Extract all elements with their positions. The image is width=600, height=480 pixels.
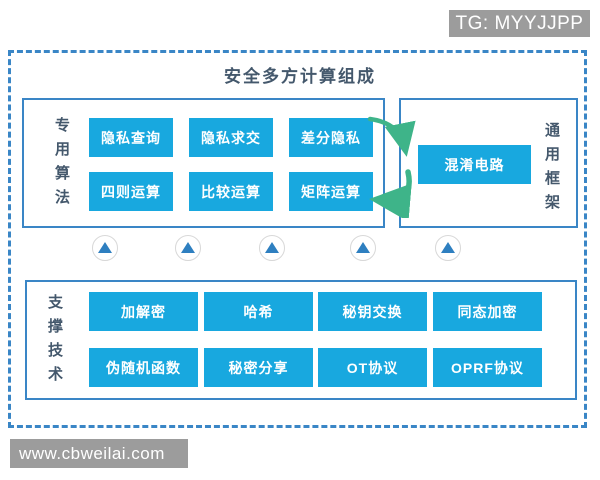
up-arrow-icon <box>441 241 455 253</box>
exchange-cycle-arrows-icon <box>367 116 416 218</box>
box-comparison-operations: 比较运算 <box>189 172 273 211</box>
box-ot-protocol: OT协议 <box>318 348 427 387</box>
box-privacy-query: 隐私查询 <box>89 118 173 157</box>
box-matrix-operations: 矩阵运算 <box>289 172 373 211</box>
up-arrow-icon <box>265 241 279 253</box>
box-private-set-intersection: 隐私求交 <box>189 118 273 157</box>
up-arrow-circle-1 <box>92 235 118 261</box>
box-encryption-decryption: 加解密 <box>89 292 198 331</box>
up-arrow-circle-2 <box>175 235 201 261</box>
up-arrow-icon <box>181 241 195 253</box>
diagram-title: 安全多方计算组成 <box>224 67 376 86</box>
up-arrow-circle-4 <box>350 235 376 261</box>
up-arrow-circle-3 <box>259 235 285 261</box>
special-algorithms-label: 专用算法 <box>53 117 70 213</box>
box-differential-privacy: 差分隐私 <box>289 118 373 157</box>
arrow-to-matrix-operations-icon <box>369 169 412 218</box>
box-hash: 哈希 <box>204 292 313 331</box>
website-watermark: www.cbweilai.com <box>10 439 188 468</box>
box-secret-sharing: 秘密分享 <box>204 348 313 387</box>
box-arithmetic-operations: 四则运算 <box>89 172 173 211</box>
box-homomorphic-encryption: 同态加密 <box>433 292 542 331</box>
general-framework-label: 通用框架 <box>543 122 560 218</box>
telegram-watermark: TG: MYYJJPP <box>449 10 590 37</box>
box-garbled-circuit: 混淆电路 <box>418 145 531 184</box>
box-oprf-protocol: OPRF协议 <box>433 348 542 387</box>
arrow-to-garbled-circuit-icon <box>367 116 416 157</box>
up-arrow-icon <box>356 241 370 253</box>
box-pseudorandom-function: 伪随机函数 <box>89 348 198 387</box>
up-arrow-icon <box>98 241 112 253</box>
box-key-exchange: 秘钥交换 <box>318 292 427 331</box>
supporting-technologies-label: 支撑技术 <box>46 294 63 390</box>
up-arrow-circle-5 <box>435 235 461 261</box>
